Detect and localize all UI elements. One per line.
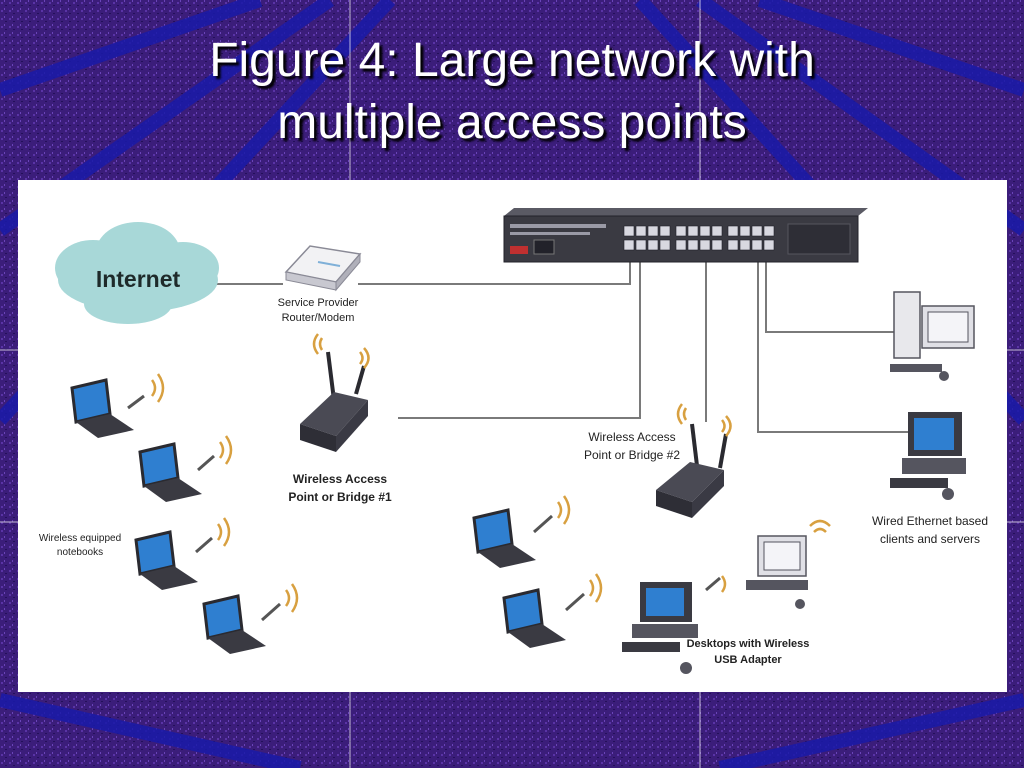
laptop-icon-5 [472,495,571,568]
access-point-2-label: Wireless Access Point or Bridge #2 [583,430,681,462]
laptop-icon-4 [202,583,299,654]
network-cables [208,252,908,433]
access-point-1-label: Wireless Access Point or Bridge #1 [288,472,392,504]
laptop-icon-1 [70,373,165,438]
laptop-icon-2 [138,435,233,502]
cable-router-switch [358,252,631,285]
desktop-computer-icon [890,412,966,500]
slide-title-line-1: Figure 4: Large network with [209,34,815,87]
access-point-1-icon [300,333,370,452]
network-diagram [55,208,975,674]
internet-cloud-icon [55,222,219,324]
router-label: Service Provider Router/Modem [277,297,359,324]
desktops-label: Desktops with Wireless USB Adapter [686,638,810,666]
internet-label: Internet [95,266,181,292]
slide-title-line-2: multiple access points [277,96,747,149]
wireless-desktop-icon-1 [622,575,727,674]
network-diagram-panel: Internet Service Provider Router/Modem W… [18,180,1007,692]
access-point-2-icon [656,403,732,518]
cable-switch-desktop [757,252,908,433]
laptop-icon-3 [134,517,231,590]
wired-clients-label: Wired Ethernet based clients and servers [871,514,989,546]
ethernet-switch-icon [503,208,868,263]
router-modem-icon [284,245,362,292]
cable-switch-server [765,252,898,333]
notebooks-label: Wireless equipped notebooks [38,533,122,558]
slide-title: Figure 4: Large network with multiple ac… [0,30,1024,154]
cable-switch-ap1 [398,252,641,419]
laptop-icon-6 [502,573,603,648]
wireless-desktop-icon-2 [746,519,831,609]
server-computer-icon [890,291,975,381]
